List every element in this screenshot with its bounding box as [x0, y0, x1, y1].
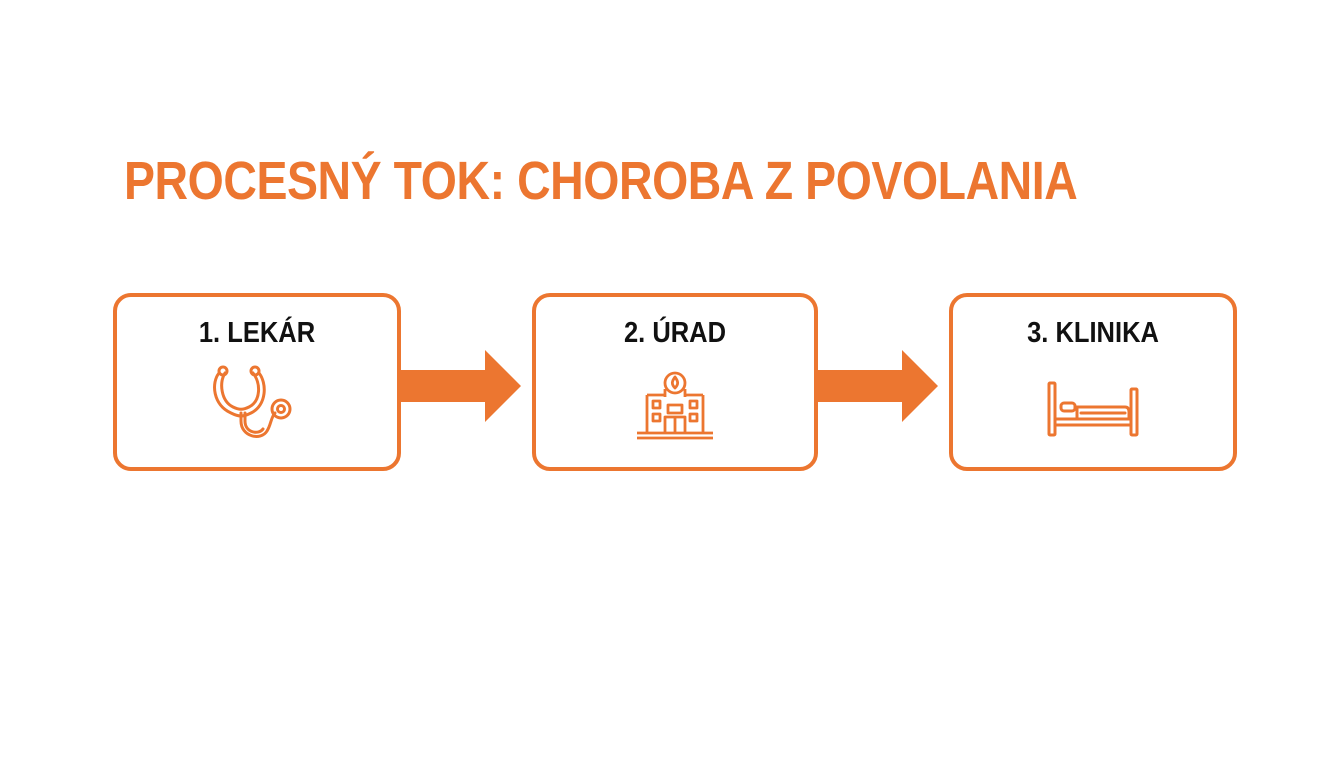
- step-doctor: 1. LEKÁR: [113, 293, 401, 471]
- arrow-right-icon: [399, 350, 521, 422]
- page-title: PROCESNÝ TOK: CHOROBA Z POVOLANIA: [124, 151, 1078, 211]
- step-office: 2. ÚRAD: [532, 293, 818, 471]
- step-clinic: 3. KLINIKA: [949, 293, 1237, 471]
- office-building-icon: [635, 369, 715, 446]
- step-label-office: 2. ÚRAD: [623, 317, 727, 349]
- hospital-bed-icon: [1045, 381, 1141, 446]
- step-label-clinic: 3. KLINIKA: [1027, 317, 1159, 349]
- stethoscope-icon: [209, 361, 305, 456]
- step-label-doctor: 1. LEKÁR: [198, 317, 316, 349]
- arrow-right-icon: [816, 350, 938, 422]
